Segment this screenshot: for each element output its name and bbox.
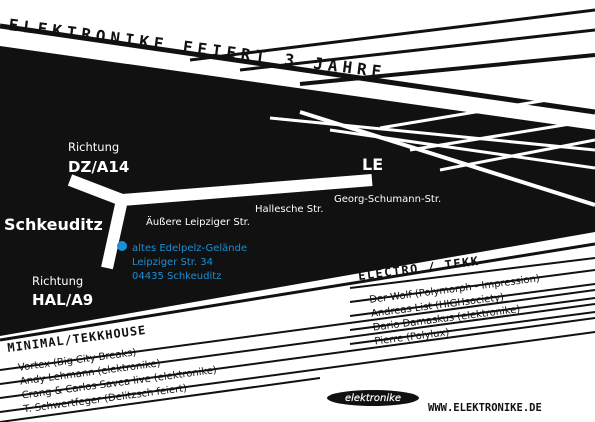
venue-marker-icon — [117, 241, 127, 251]
road-south — [101, 198, 128, 270]
street-hallesche: Hallesche Str. — [255, 204, 323, 215]
street-georg-schumann: Georg-Schumann-Str. — [334, 194, 441, 205]
city-label: LE — [362, 155, 383, 174]
stripes-upper — [0, 8, 595, 115]
north-direction-label: Richtung — [68, 140, 119, 154]
north-destination: DZ/A14 — [68, 158, 129, 176]
town-label: Schkeuditz — [4, 215, 103, 234]
venue-city: 04435 Schkeuditz — [132, 271, 221, 282]
south-destination: HAL/A9 — [32, 291, 93, 309]
venue-name: altes Edelpelz-Gelände — [132, 243, 247, 254]
street-aeussere-leipziger: Äußere Leipziger Str. — [146, 215, 250, 228]
stripes-map — [269, 90, 595, 207]
stripes-lower — [0, 242, 595, 422]
minimal-lineup: MINIMAL/TEKKHOUSE Vortex (Big City Break… — [7, 323, 218, 416]
venue-street: Leipziger Str. 34 — [132, 257, 213, 268]
road-network — [67, 174, 373, 270]
road-east — [121, 174, 373, 206]
elektronike-logo: elektronike — [327, 390, 419, 406]
website-url[interactable]: WWW.ELEKTRONIKE.DE — [428, 402, 542, 414]
south-direction-label: Richtung — [32, 274, 83, 288]
road-north — [67, 174, 125, 206]
logo-text: elektronike — [345, 393, 401, 404]
